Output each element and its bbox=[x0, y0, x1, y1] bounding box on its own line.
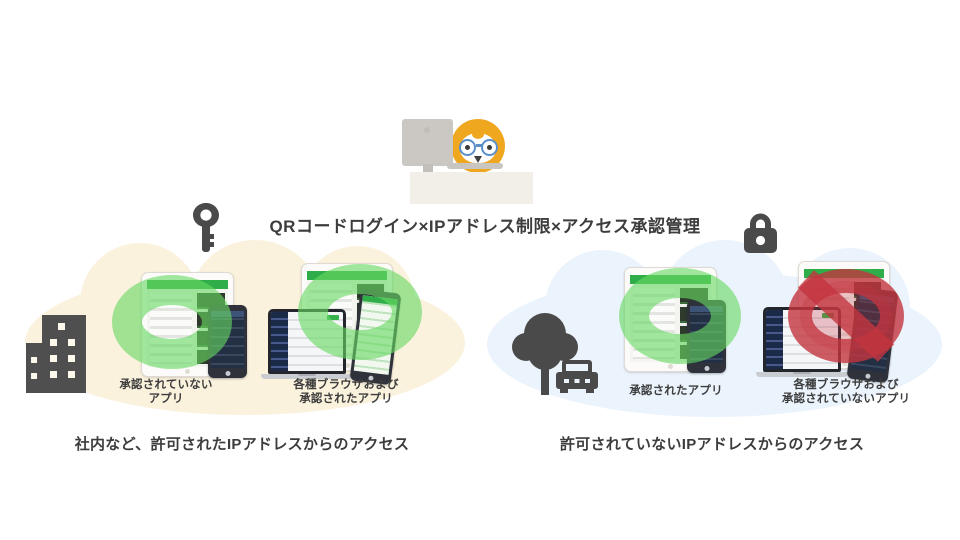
blocked-ip-caption: 許可されていないIPアドレスからのアクセス bbox=[559, 436, 865, 453]
home-button bbox=[668, 364, 673, 369]
laptop-device bbox=[261, 309, 353, 379]
laptop-device bbox=[756, 307, 848, 377]
label-line: 承認されていないアプリ bbox=[781, 393, 911, 406]
phone-device bbox=[208, 305, 247, 378]
phone-screen bbox=[850, 293, 895, 373]
home-button bbox=[841, 361, 847, 366]
page-title: QRコードログイン×IPアドレス制限×アクセス承認管理 bbox=[269, 217, 701, 236]
desk bbox=[410, 172, 533, 204]
phone-device bbox=[687, 300, 726, 373]
app-header-bar bbox=[804, 269, 884, 278]
device-group-label: 各種ブラウザおよび 承認されたアプリ bbox=[270, 378, 422, 406]
device-group-label: 承認されていない アプリ bbox=[96, 378, 236, 406]
phone-screen bbox=[690, 306, 723, 363]
label-line: 各種ブラウザおよび bbox=[293, 379, 399, 391]
green-action-button bbox=[822, 313, 834, 318]
key-icon bbox=[193, 203, 219, 252]
label-line: 承認されていない bbox=[119, 379, 213, 391]
owl-beak bbox=[474, 156, 482, 163]
admin-content bbox=[783, 310, 838, 369]
monitor-stand bbox=[423, 164, 433, 177]
label-line: アプリ bbox=[148, 393, 184, 406]
home-button bbox=[344, 363, 350, 368]
admin-content bbox=[288, 312, 343, 371]
laptop-screen bbox=[268, 309, 346, 374]
label-line: 承認されたアプリ bbox=[299, 393, 393, 406]
device-group-label: 各種ブラウザおよび 承認されていないアプリ bbox=[762, 378, 930, 406]
owl-eye bbox=[487, 145, 492, 150]
allowed-ip-caption: 社内など、許可されたIPアドレスからのアクセス bbox=[74, 436, 410, 453]
car-icon bbox=[556, 360, 598, 393]
phone-screen bbox=[353, 295, 398, 375]
glasses-bridge bbox=[476, 144, 482, 147]
home-button bbox=[185, 369, 190, 374]
laptop-base bbox=[756, 372, 848, 377]
app-header-bar bbox=[307, 271, 387, 280]
home-button bbox=[704, 365, 709, 371]
office-building-icon bbox=[26, 315, 86, 393]
owl-eye bbox=[465, 145, 470, 150]
phone-screen bbox=[211, 311, 244, 368]
app-list bbox=[150, 293, 193, 364]
label-line: 各種ブラウザおよび bbox=[793, 379, 899, 391]
owl-crest bbox=[472, 129, 484, 139]
admin-sidebar bbox=[766, 310, 784, 369]
lock-icon bbox=[744, 213, 777, 253]
green-action-button bbox=[327, 315, 339, 320]
keyboard-icon bbox=[447, 163, 503, 169]
label-line: 承認されたアプリ bbox=[629, 385, 723, 397]
app-list bbox=[633, 288, 676, 359]
admin-sidebar bbox=[271, 312, 289, 371]
laptop-screen bbox=[763, 307, 841, 372]
app-header-bar bbox=[630, 275, 711, 284]
device-group-label: 承認されたアプリ bbox=[600, 384, 752, 398]
app-header-bar bbox=[147, 280, 228, 289]
laptop-base bbox=[261, 374, 353, 379]
home-button bbox=[225, 370, 230, 376]
tree-icon bbox=[512, 313, 578, 395]
monitor-logo-dot bbox=[424, 127, 430, 133]
monitor-icon bbox=[402, 119, 453, 166]
